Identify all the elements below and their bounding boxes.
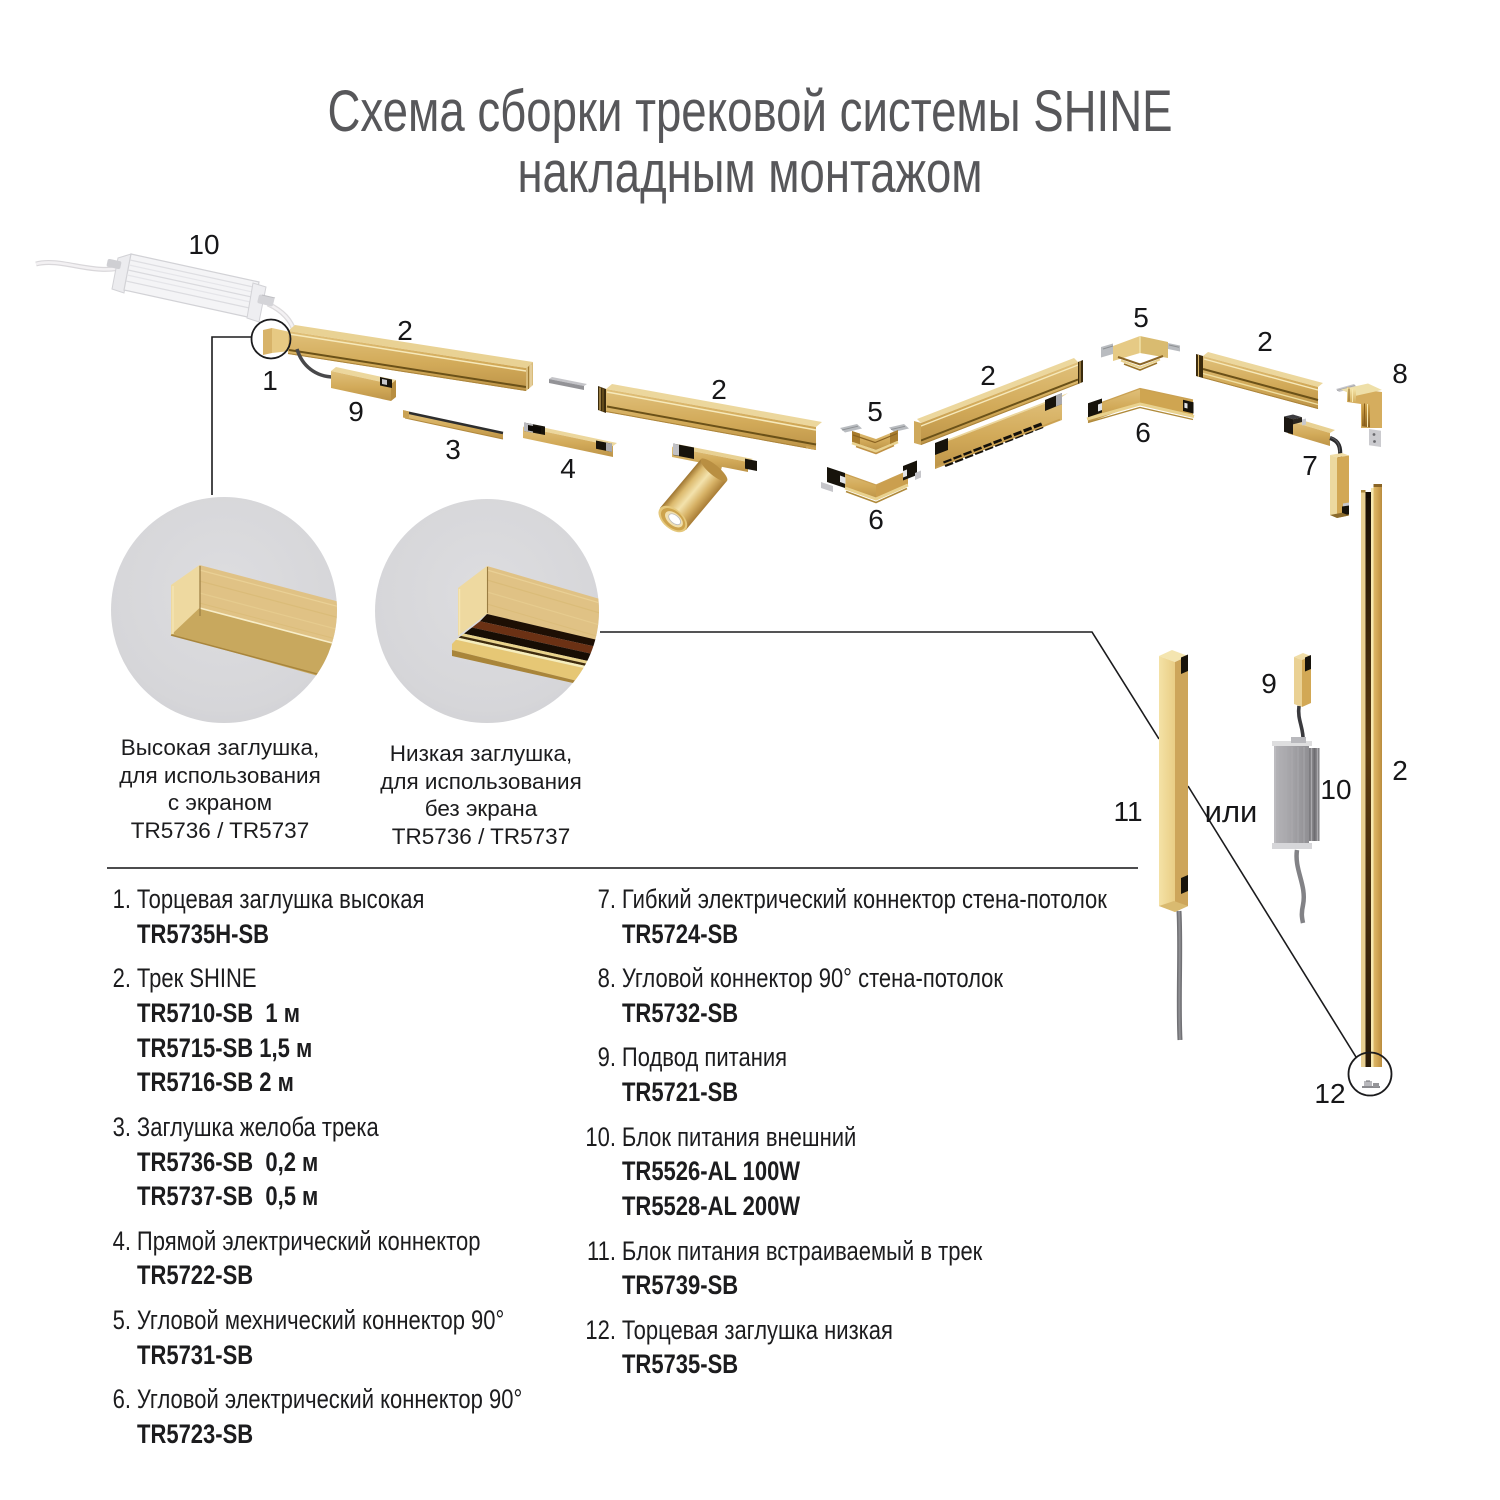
svg-text:2: 2	[711, 374, 727, 405]
svg-text:2: 2	[397, 315, 413, 346]
svg-text:8: 8	[1392, 358, 1408, 389]
svg-text:9: 9	[348, 396, 364, 427]
svg-text:11: 11	[1113, 796, 1142, 827]
svg-text:7: 7	[1302, 450, 1318, 481]
svg-text:12: 12	[1314, 1078, 1345, 1109]
svg-text:4: 4	[560, 453, 576, 484]
svg-text:2: 2	[1392, 755, 1408, 786]
svg-text:3: 3	[445, 434, 461, 465]
svg-text:5: 5	[867, 396, 883, 427]
svg-text:10: 10	[188, 229, 219, 260]
svg-text:5: 5	[1133, 302, 1149, 333]
svg-text:9: 9	[1261, 668, 1277, 699]
svg-text:или: или	[1205, 794, 1258, 829]
svg-text:6: 6	[1135, 417, 1151, 448]
svg-text:1: 1	[262, 365, 278, 396]
svg-text:2: 2	[1257, 326, 1273, 357]
svg-text:10: 10	[1320, 774, 1351, 805]
svg-text:2: 2	[980, 360, 996, 391]
svg-text:6: 6	[868, 504, 884, 535]
